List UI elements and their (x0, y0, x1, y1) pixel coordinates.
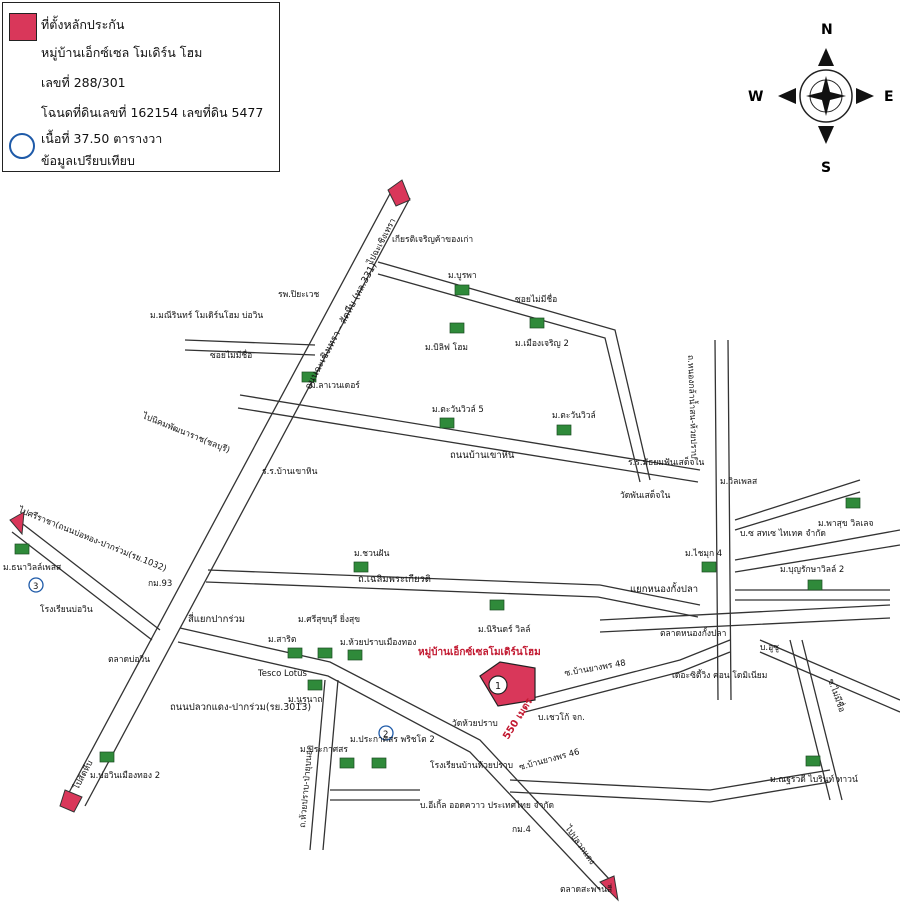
label-prakasit: ม.ประกาศสร (300, 745, 348, 755)
label-villa: ม.วิลเพลส (720, 477, 758, 487)
label-esco: บ.ซ สทเซ ไทเทค จำกัด (740, 528, 826, 539)
label-srisuk: ม.ศรีสุขบุรี ยิ่งสุข (298, 613, 360, 625)
label-school-huaiprap: โรงเรียนบ้านห้วยปราบ (430, 760, 513, 771)
label-junction-pakruam: สี่แยกปากร่วม (188, 612, 245, 625)
compass-rose: N S E W (748, 22, 894, 176)
label-to-nikhom: ไปนิคมพัฒนาราช(ชลบุรี) (140, 410, 232, 456)
label-bliss: ม.บิลิฟ โฮม (425, 342, 468, 353)
arrow-to-chachoengsao (387, 179, 411, 207)
label-burapha: ม.บูรพา (448, 271, 477, 281)
road-khao-hin (237, 394, 701, 483)
label-chaloem: ถ.เฉลิมพระเกียรติ (358, 573, 431, 585)
legend-line-5: เนื้อที่ 37.50 ตารางวา (41, 131, 163, 146)
label-wat-school: ร.ร.มัธยมฟันเสด็จใน (628, 456, 704, 468)
legend-line-1: ที่ตั้งหลักประกัน (41, 17, 125, 32)
label-wat: วัดพันเสด็จใน (620, 489, 670, 501)
label-mani: ม.มณีรินทร์ โมเดิร์นโฮม บ่อวิน (150, 310, 263, 321)
label-bsk: บ.เชวโก้ จก. (538, 712, 585, 723)
label-soi-3: ซ.ไม่มีชื่อ (825, 677, 848, 714)
label-wat-huaiprap: วัดห้วยปราบ (452, 718, 498, 729)
compass-w: W (748, 89, 763, 105)
label-khao-hin: ถนนบ้านเขาหิน (450, 450, 515, 461)
compass-s: S (821, 160, 831, 176)
label-nakhon: ม.ณฐรวดี ไบรินท์ ทาวน์ (770, 774, 858, 785)
label-nurak: ม.นูรนาถ (288, 695, 322, 705)
label-khaohin-school: ร.ร.บ้านเขาหิน (262, 466, 318, 477)
label-tawan5: ม.ตะวันวิวล์ 5 (432, 404, 484, 415)
subject-label: หมู่บ้านเอ็กซ์เซลโมเดิร์นโฮม (418, 644, 541, 659)
road-chaloem-phrakiat (205, 569, 701, 618)
subject-legend-swatch (9, 13, 37, 41)
label-highway: ถนนฉะเชิงเทรา - สัตหีบ (ทล.331) (302, 260, 379, 391)
label-mueang: ม.เมืองเจริญ 2 (515, 338, 569, 349)
road-plak-daeng (177, 627, 611, 891)
comparison-legend-circle (9, 133, 35, 159)
label-lavender: ม.ลาเวนเดอร์ (310, 380, 360, 391)
label-bowin-market: ตลาดบ่อวิน (108, 655, 150, 665)
label-plak-daeng: ถนนปลวกแดง-ปากร่วม(รย.3013) (170, 702, 311, 713)
road-highway-331-left (64, 189, 393, 801)
legend-line-6: ข้อมูลเปรียบเทียบ (41, 153, 135, 168)
label-km4: กม.4 (512, 825, 531, 835)
legend-line-2: หมู่บ้านเอ็กซ์เซล โมเดิร์น โฮม (41, 45, 203, 60)
label-km93: กม.93 (148, 579, 172, 589)
label-thanamon: ม.ธนาวิลล์เพลส (3, 562, 62, 573)
label-bouchu: บ.อูซู (760, 643, 779, 653)
legend-line-4: โฉนดที่ดินเลขที่ 162154 เลขที่ดิน 5477 (41, 105, 264, 120)
label-bunyarak: ม.บุญรักษาวิลล์ 2 (780, 564, 844, 575)
label-huaiprap-mt: ม.ห้วยปราบเมืองทอง (340, 637, 416, 648)
label-nong-kla: ถ.หนองกล้าน้ำสน-ห้วยปราบ (685, 355, 701, 459)
label-bowin-school: โรงเรียนบ่อวิน (40, 604, 93, 615)
label-market-nongkang: ตลาดหนองกั้งปลา (660, 627, 726, 639)
legend-box: ที่ตั้งหลักประกัน หมู่บ้านเอ็กซ์เซล โมเด… (2, 2, 280, 172)
label-bowin-mueangthong: ม.บ่อวินเมืองทอง 2 (90, 770, 160, 781)
label-pasuk: ม.พาสุข วิลเลจ (818, 519, 873, 529)
label-chuanfan: ม.ชวนฝัน (354, 549, 390, 559)
label-eagle: บ.อีเกิ้ล ออดควาว ประเทศไทย จำกัด (420, 799, 554, 811)
label-chaimuk: ม.ไชมุก 4 (685, 548, 722, 559)
label-narin: ม.นิรินดร์ วิลล์ (478, 624, 530, 635)
marker-2: 2 (383, 730, 388, 740)
compass-n: N (821, 22, 833, 38)
label-sarisit: ม.สาริต (268, 635, 296, 645)
label-tawan: ม.ตะวันวิวล์ (552, 410, 596, 421)
marker-3: 3 (33, 582, 38, 592)
marker-1: 1 (495, 681, 501, 692)
legend-line-3: เลขที่ 288/301 (41, 75, 126, 90)
arrow-to-sattahip (59, 789, 83, 813)
label-citylife: เดอะซิตี้วิง คอน โดมิเนียม (672, 669, 767, 681)
label-kiat: เกียรติเจริญค้าของเก่า (392, 234, 473, 245)
label-soi-1: ซอยไม่มีชื่อ (515, 293, 557, 305)
label-to-plakdaeng: ไปปลวกแดง (562, 823, 598, 867)
label-prakasit2: ม.ประกาศสร พริชโต 2 (350, 734, 435, 745)
road-highway-331-right (84, 197, 411, 807)
label-junction-nongkangpla: แยกหนองกั้งปลา (630, 582, 698, 595)
label-tesco: Tesco Lotus (257, 669, 307, 679)
arrow-to-plakdaeng (599, 875, 619, 902)
compass-e: E (884, 89, 894, 105)
label-pyawet: รพ.ปิยะเวช (278, 290, 319, 300)
label-soi-2: ซอยไม่มีชื่อ (210, 349, 252, 361)
label-market-saphan: ตลาดสะพานสี่ (560, 883, 613, 895)
label-soi-46: ซ.บ้านยางพร 46 (518, 746, 581, 773)
arrow-to-sriracha (9, 511, 25, 536)
